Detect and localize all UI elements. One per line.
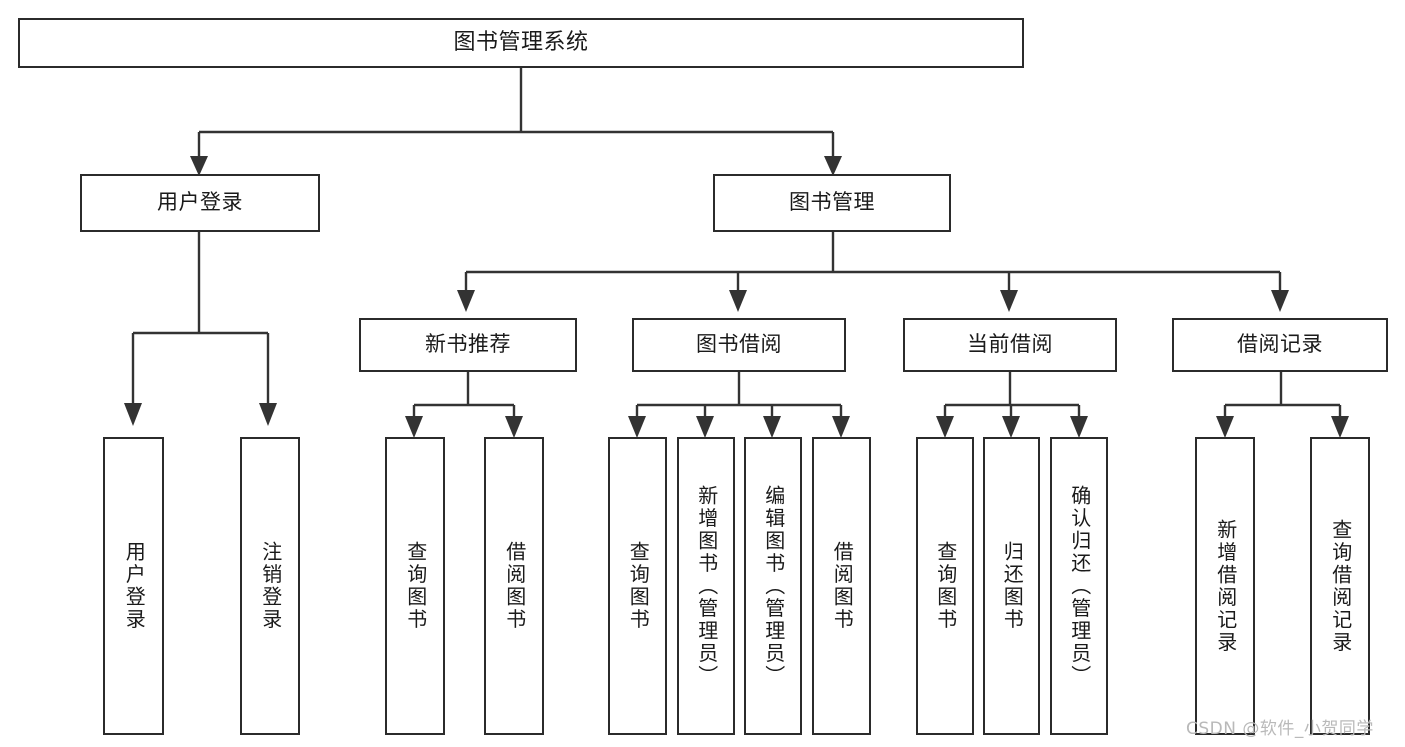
arrowhead-leaf-borrow-book-2 [832,416,850,438]
node-leaf-query-book-3[interactable]: 查询图书 [916,437,974,735]
node-leaf-borrow-book-1[interactable]: 借阅图书 [484,437,544,735]
node-leaf-add-borrow-record[interactable]: 新增借阅记录 [1195,437,1255,735]
node-label: 查询借阅记录 [1328,518,1353,654]
node-label: 图书管理系统 [453,29,589,55]
arrowhead-leaf-return-book [1002,416,1020,438]
arrowhead-leaf-query-book-2 [628,416,646,438]
node-label: 用户登录 [122,541,147,631]
node-leaf-user-login[interactable]: 用户登录 [103,437,164,735]
node-label: 归还图书 [1000,541,1025,631]
arrowhead-user-login [190,156,208,176]
arrowhead-leaf-query-book-1 [405,416,423,438]
node-label: 图书借阅 [696,332,782,357]
node-label: 查询图书 [933,541,958,631]
arrowhead-leaf-add-borrow-record [1216,416,1234,438]
arrowhead-leaf-query-book-3 [936,416,954,438]
csdn-watermark: CSDN @软件_小贺同学 [1186,719,1374,739]
node-leaf-add-book-admin[interactable]: 新增图书（管理员） [677,437,735,735]
node-label: 当前借阅 [967,332,1053,357]
node-borrow-record[interactable]: 借阅记录 [1172,318,1388,372]
node-label: 确认归还（管理员） [1067,484,1092,688]
node-user-login[interactable]: 用户登录 [80,174,320,232]
node-book-manage[interactable]: 图书管理 [713,174,951,232]
node-label: 借阅图书 [830,541,855,631]
arrowhead-leaf-confirm-return-admin [1070,416,1088,438]
arrowhead-new-book-recommend [457,290,475,312]
node-label: 借阅图书 [502,541,527,631]
node-leaf-query-book-2[interactable]: 查询图书 [608,437,667,735]
node-leaf-edit-book-admin[interactable]: 编辑图书（管理员） [744,437,802,735]
node-label: 新书推荐 [425,332,511,357]
node-book-borrow[interactable]: 图书借阅 [632,318,846,372]
arrowhead-leaf-user-login [124,403,142,426]
arrowhead-borrow-record [1271,290,1289,312]
node-leaf-confirm-return-admin[interactable]: 确认归还（管理员） [1050,437,1108,735]
arrowhead-leaf-edit-book-admin [763,416,781,438]
node-label: 用户登录 [157,190,243,215]
node-label: 注销登录 [258,541,283,631]
node-label: 新增借阅记录 [1213,518,1238,654]
arrowhead-leaf-borrow-book-1 [505,416,523,438]
node-new-book-recommend[interactable]: 新书推荐 [359,318,577,372]
node-label: 借阅记录 [1237,332,1323,357]
node-leaf-borrow-book-2[interactable]: 借阅图书 [812,437,871,735]
node-current-borrow[interactable]: 当前借阅 [903,318,1117,372]
node-leaf-query-book-1[interactable]: 查询图书 [385,437,445,735]
node-label: 新增图书（管理员） [694,484,719,688]
node-leaf-query-borrow-record[interactable]: 查询借阅记录 [1310,437,1370,735]
arrowhead-book-borrow [729,290,747,312]
node-leaf-return-book[interactable]: 归还图书 [983,437,1040,735]
node-leaf-logout-login[interactable]: 注销登录 [240,437,300,735]
arrowhead-book-manage [824,156,842,176]
node-label: 图书管理 [789,190,875,215]
arrowhead-current-borrow [1000,290,1018,312]
arrowhead-leaf-query-borrow-record [1331,416,1349,438]
arrowhead-leaf-logout-login [259,403,277,426]
node-label: 查询图书 [403,541,428,631]
node-root-book-management-system[interactable]: 图书管理系统 [18,18,1024,68]
node-label: 编辑图书（管理员） [761,484,786,688]
arrowhead-leaf-add-book-admin [696,416,714,438]
node-label: 查询图书 [626,541,651,631]
